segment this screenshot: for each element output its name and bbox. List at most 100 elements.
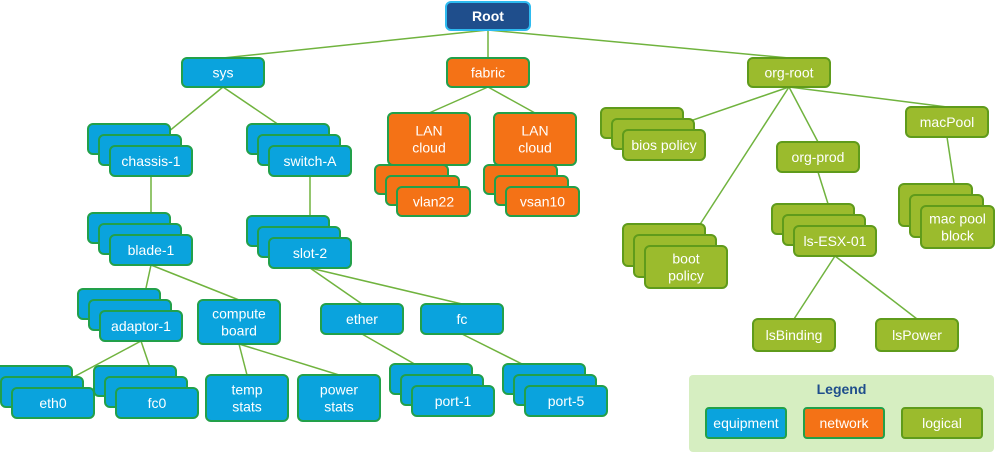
node-chassis-1: chassis-1 <box>87 123 193 177</box>
node-mac-pool-block-box <box>920 205 995 249</box>
connector-root-to-org-root <box>487 29 790 59</box>
node-sys-label: sys <box>213 65 234 81</box>
node-org-prod-box <box>776 141 860 173</box>
node-blade-1: blade-1 <box>87 212 193 266</box>
node-port-1-box <box>411 385 495 417</box>
node-root: Root <box>445 1 531 31</box>
node-temp-stats-box <box>205 374 289 422</box>
node-fabric-box <box>446 57 530 88</box>
node-eth0-box <box>11 387 95 419</box>
node-lspower-label: lsPower <box>892 327 942 343</box>
node-ls-esx-01-label: ls-ESX-01 <box>803 233 866 249</box>
node-blade-1-label: blade-1 <box>128 242 175 258</box>
node-eth0: eth0 <box>0 365 95 419</box>
node-slot-2-box <box>268 237 352 269</box>
connector-root-to-sys <box>222 29 489 59</box>
legend: Legend equipment network logical <box>689 375 994 452</box>
node-power-stats-box <box>297 374 381 422</box>
node-macpool: macPool <box>905 106 989 138</box>
node-chassis-1-label: chassis-1 <box>121 153 180 169</box>
connector-slot-2-to-fc <box>309 267 463 305</box>
node-vlan22: vlan22 <box>374 164 471 217</box>
connector-ls-esx-01-to-lspower <box>834 255 918 320</box>
node-port-1: port-1 <box>389 363 495 417</box>
node-slot-2-label: slot-2 <box>293 245 327 261</box>
node-blade-1-box <box>109 234 193 266</box>
node-lsbinding-label: lsBinding <box>766 327 823 343</box>
connector-fabric-to-lan-cloud-2 <box>487 86 536 114</box>
connector-blade-1-to-compute-board <box>150 264 240 301</box>
node-fc: fc <box>420 303 504 335</box>
node-fc0-label: fc0 <box>148 395 167 411</box>
node-switch-a: switch-A <box>246 123 352 177</box>
node-fc-box <box>420 303 504 335</box>
node-fc-label: fc <box>457 311 468 327</box>
connector-org-root-to-macpool <box>788 86 948 108</box>
node-slot-2: slot-2 <box>246 215 352 269</box>
node-vlan22-box <box>396 186 471 217</box>
node-fc0: fc0 <box>93 365 199 419</box>
node-port-5-label: port-5 <box>548 393 585 409</box>
node-switch-a-box <box>268 145 352 177</box>
connector-compute-board-to-power-stats <box>238 343 340 376</box>
node-org-prod-label: org-prod <box>792 149 845 165</box>
node-macpool-box <box>905 106 989 138</box>
connector-org-root-to-org-prod <box>788 86 819 143</box>
legend-title: Legend <box>816 381 867 397</box>
connector-fabric-to-lan-cloud-1 <box>428 86 489 114</box>
node-sys: sys <box>181 57 265 88</box>
node-adaptor-1-label: adaptor-1 <box>111 318 171 334</box>
node-ether-box <box>320 303 404 335</box>
node-lsbinding: lsBinding <box>752 318 836 352</box>
node-vsan10: vsan10 <box>483 164 580 217</box>
node-org-root-box <box>747 57 831 88</box>
node-port-5: port-5 <box>502 363 608 417</box>
nodes: Root sys fabric org-root chassis-1 switch-A bl… <box>0 1 995 422</box>
node-lsbinding-box <box>752 318 836 352</box>
node-compute-board-box <box>197 299 281 345</box>
node-org-root: org-root <box>747 57 831 88</box>
node-adaptor-1: adaptor-1 <box>77 288 183 342</box>
node-chassis-1-box <box>109 145 193 177</box>
node-lspower-box <box>875 318 959 352</box>
node-fabric: fabric <box>446 57 530 88</box>
node-org-prod: org-prod <box>776 141 860 173</box>
connector-ls-esx-01-to-lsbinding <box>793 255 836 320</box>
node-adaptor-1-box <box>99 310 183 342</box>
node-fc0-box <box>115 387 199 419</box>
connector-slot-2-to-ether <box>309 267 363 305</box>
connector-org-root-to-boot-policy <box>685 86 790 247</box>
connector-compute-board-to-temp-stats <box>238 343 248 376</box>
node-bios-policy-box <box>622 129 706 161</box>
node-boot-policy-box <box>644 245 728 289</box>
node-ls-esx-01-box <box>793 225 877 257</box>
node-vsan10-box <box>505 186 580 217</box>
node-sys-box <box>181 57 265 88</box>
node-switch-a-label: switch-A <box>284 153 338 169</box>
node-fabric-label: fabric <box>471 65 505 81</box>
node-ls-esx-01: ls-ESX-01 <box>771 203 877 257</box>
node-org-root-label: org-root <box>764 65 813 81</box>
node-root-label: Root <box>472 8 504 24</box>
node-vlan22-label: vlan22 <box>413 194 454 210</box>
node-lspower: lsPower <box>875 318 959 352</box>
node-port-1-label: port-1 <box>435 393 472 409</box>
node-port-5-box <box>524 385 608 417</box>
node-ether-label: ether <box>346 311 378 327</box>
legend-logical: logical <box>901 407 983 439</box>
node-macpool-label: macPool <box>920 114 974 130</box>
